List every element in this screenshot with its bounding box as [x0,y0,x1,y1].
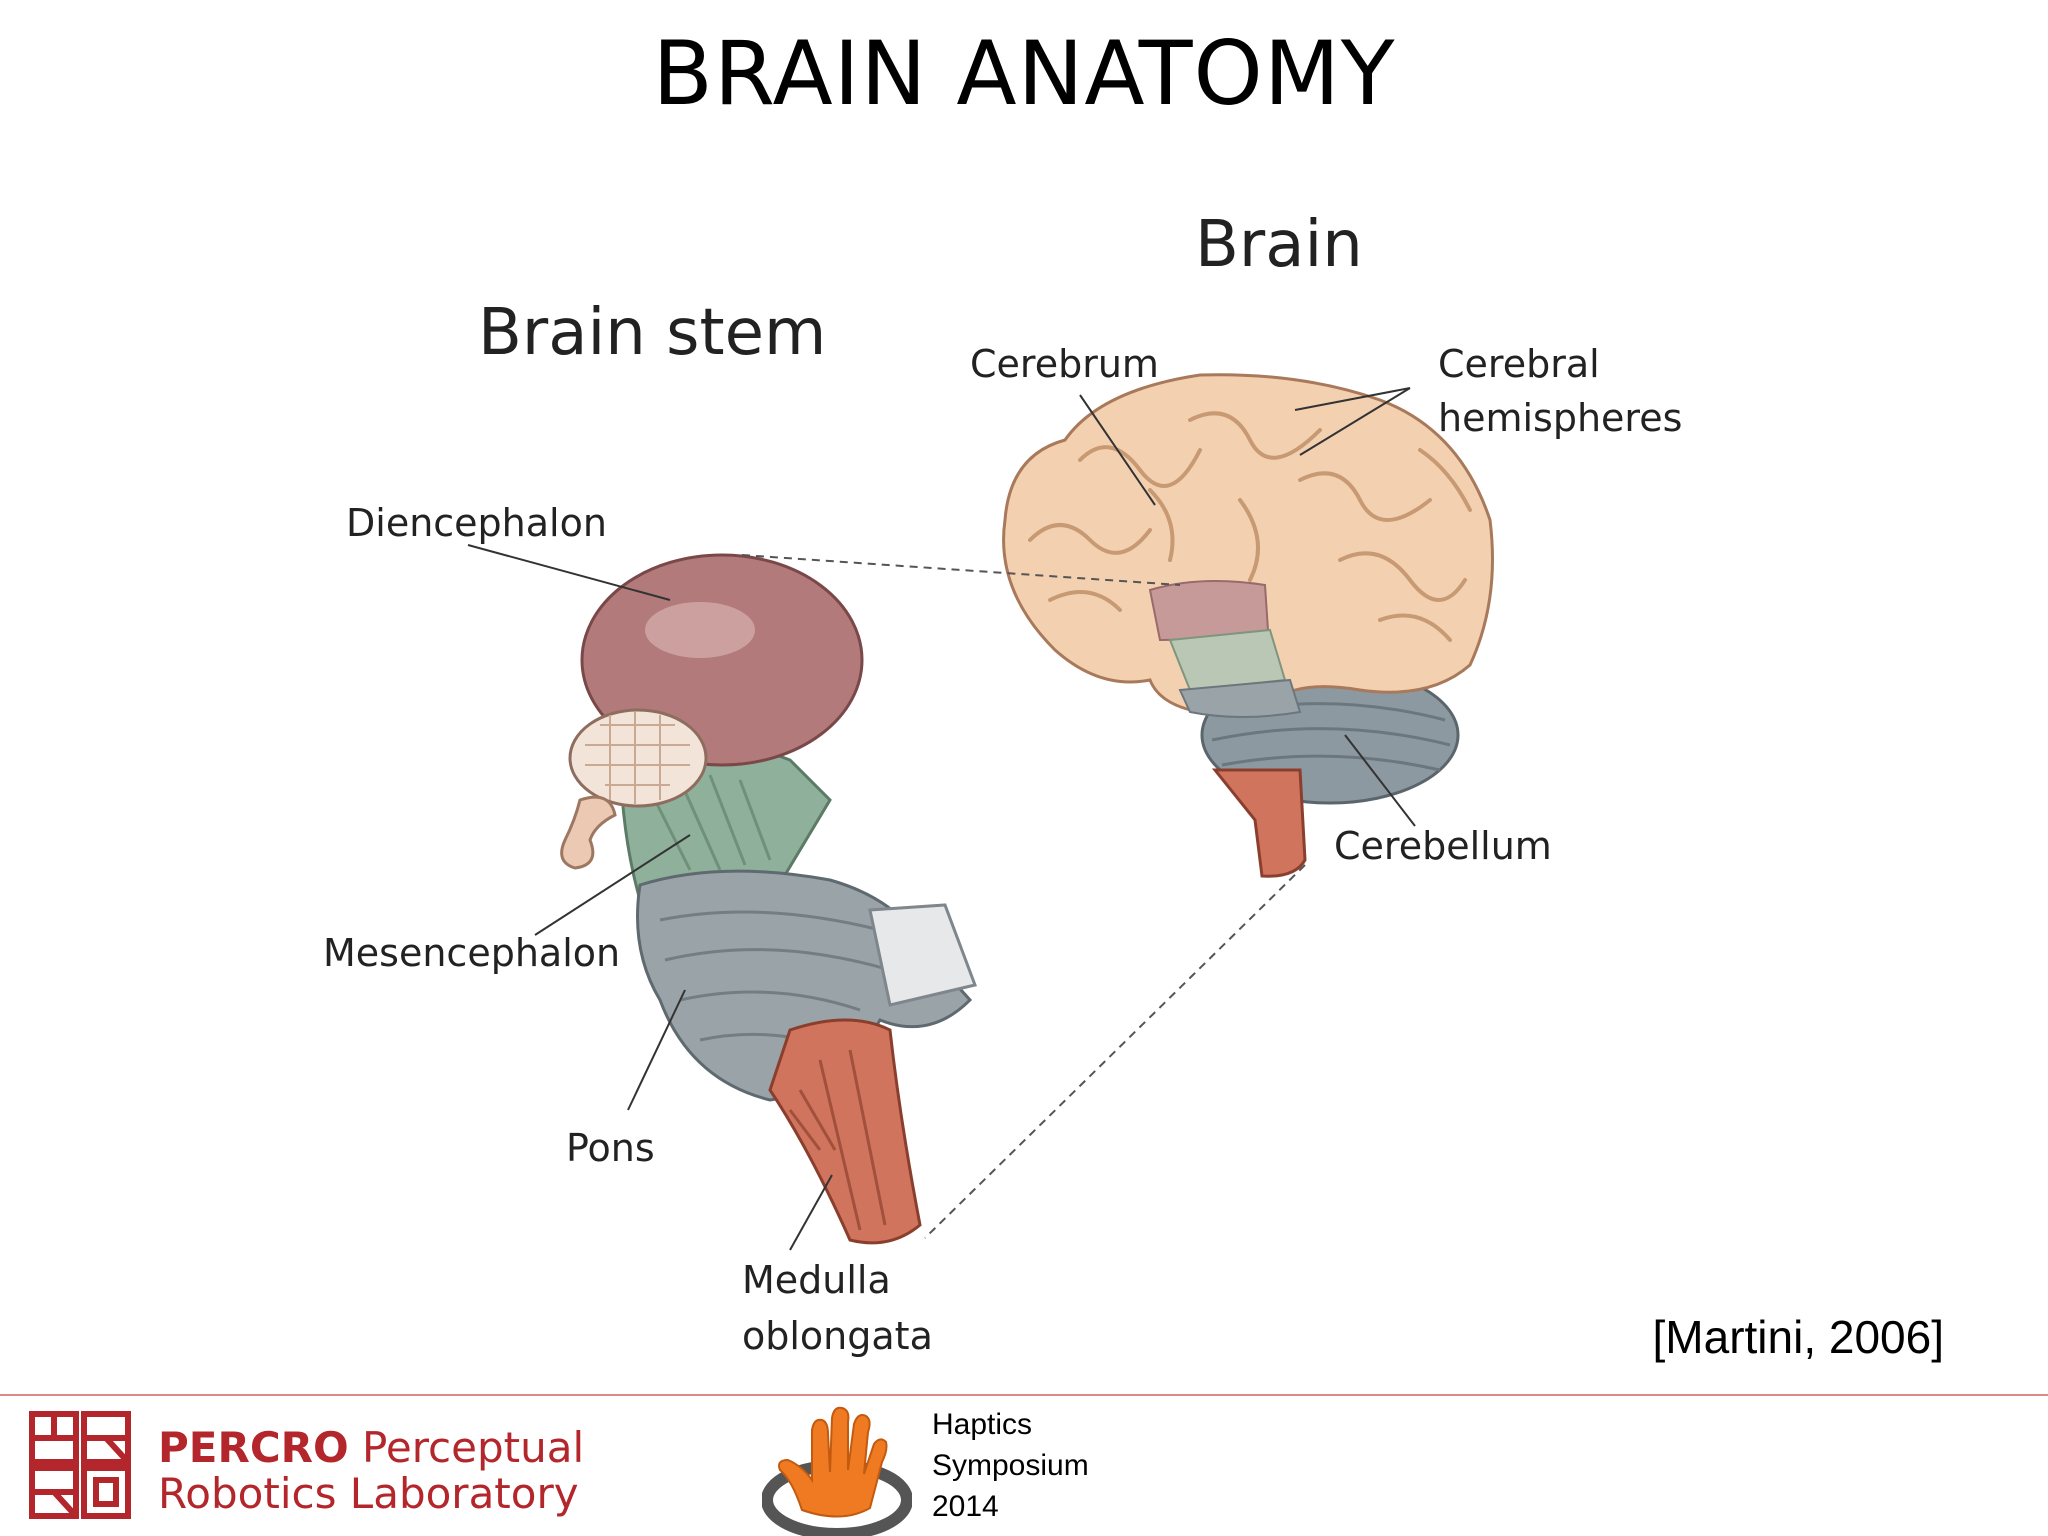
diencephalon-highlight [645,602,755,658]
label-diencephalon: Diencephalon [346,501,607,545]
lab-name-line1: Perceptual [362,1423,585,1472]
brain-stem-heading: Brain stem [478,296,827,370]
pons-leader [627,989,686,1111]
medulla-lines [788,1049,887,1231]
event-line2: Symposium [932,1449,1089,1482]
diencephalon-leader [467,544,671,601]
lab-name-line2: Robotics Laboratory [158,1469,579,1518]
brain-illustration [1002,373,1494,878]
event-line3: 2014 [932,1490,999,1523]
cut-surface-cells [585,712,690,805]
label-pons: Pons [566,1126,655,1170]
citation: [Martini, 2006] [1652,1311,1944,1363]
haptics-hand-logo-icon [762,1406,912,1536]
lab-name: PERCRO Perceptual Robotics Laboratory [158,1425,584,1517]
percro-logo-icon [29,1411,131,1519]
footer-separator [0,1394,2048,1396]
cerebral-leader-1 [1294,387,1411,411]
cerebrum-gyri [1028,411,1472,642]
cut-surface-shape [568,708,708,808]
pons-region [1178,678,1302,718]
mesencephalon-region [1168,628,1287,692]
cerebral-leader-2 [1299,387,1411,456]
leader-lines [467,387,1416,1251]
pons-stripes [659,910,891,1052]
brain-stem-shape [1211,768,1307,878]
cerebellum-leader [1344,734,1416,827]
cerebrum-leader [1079,394,1156,506]
event-line1: Haptics [932,1408,1033,1441]
label-mesencephalon: Mesencephalon [323,931,621,975]
brain-heading: Brain [1195,208,1363,282]
pituitary-shape [560,795,617,870]
label-medulla-line1: Medulla [742,1258,891,1302]
label-cerebellum: Cerebellum [1334,824,1552,868]
label-cerebral-line1: Cerebral [1438,342,1600,386]
medulla-leader [789,1174,833,1251]
lab-name-bold: PERCRO [158,1423,349,1472]
label-cerebrum: Cerebrum [970,342,1159,386]
mesencephalon-leader [534,834,691,936]
dashed-connectors [741,554,1306,1239]
event-name: Haptics Symposium 2014 [932,1404,1089,1527]
label-medulla-line2: oblongata [742,1314,933,1358]
medulla-shape [768,1018,922,1245]
slide-title: BRAIN ANATOMY [652,22,1396,125]
mesencephalon-stripes [648,774,772,871]
label-cerebral-line2: hemispheres [1438,396,1683,440]
brain-stem-illustration [560,553,978,1245]
pons-cut-face [868,903,978,1007]
